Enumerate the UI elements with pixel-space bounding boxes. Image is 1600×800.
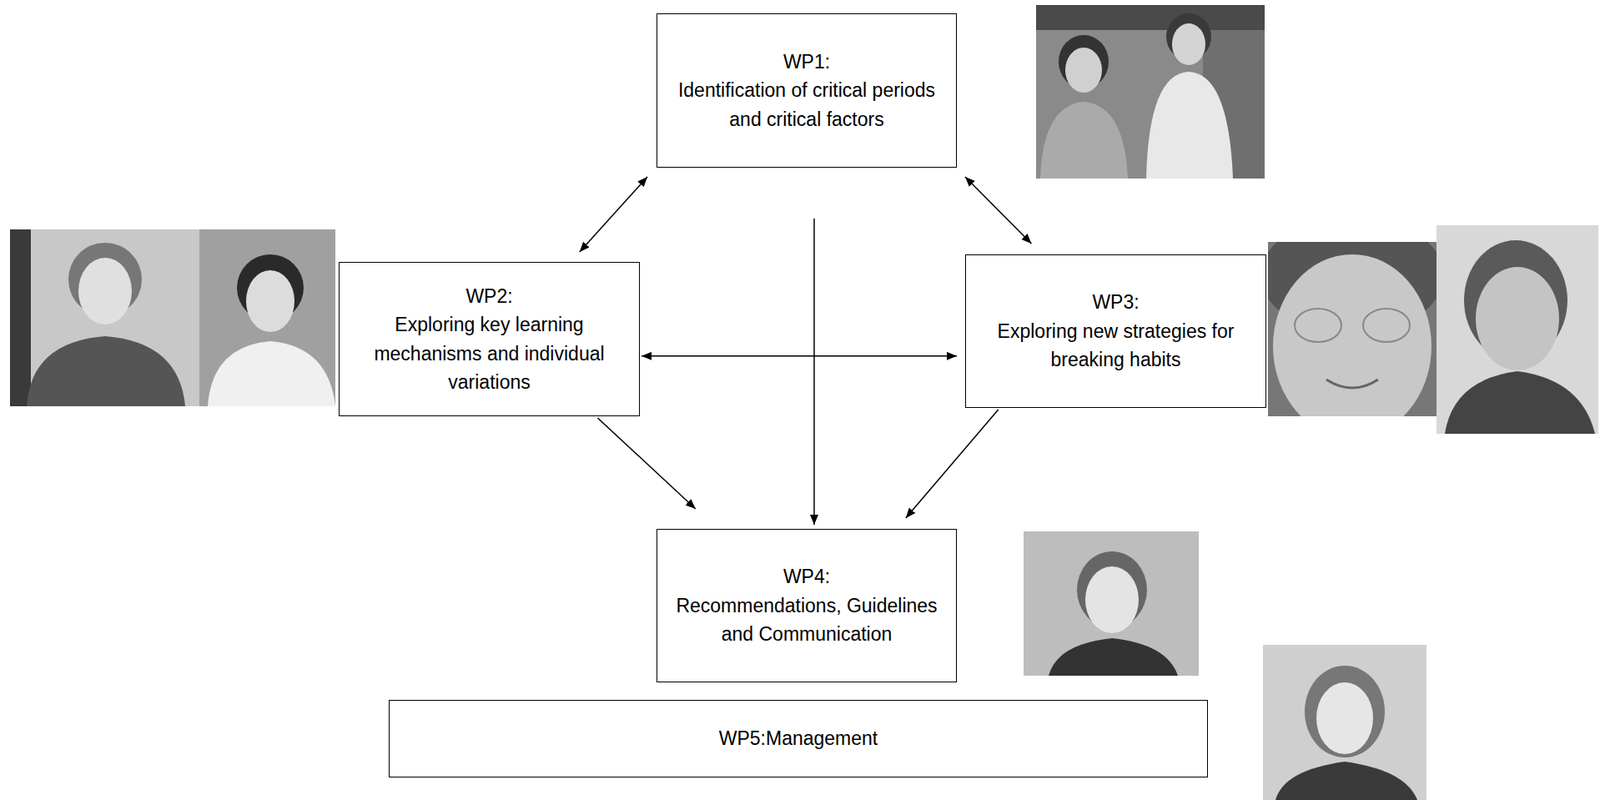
package-number: WP4: [783, 562, 831, 592]
team-photo [1262, 644, 1427, 800]
package-title: Exploring new strategies for breaking ha… [977, 316, 1254, 375]
person-face [78, 257, 132, 325]
person-hair [1304, 665, 1385, 758]
arrow-connector [641, 355, 957, 358]
person-face [1085, 566, 1139, 634]
package-title: WP5:Management [719, 724, 878, 754]
package-title: Recommendations, Guidelines and Communic… [669, 591, 945, 650]
bookshelf [1036, 5, 1265, 31]
arrow-connector [813, 218, 816, 525]
photo-ground [199, 229, 336, 407]
glasses [1363, 308, 1410, 343]
person-face [1065, 47, 1102, 93]
management-band: WP5:Management [388, 699, 1208, 778]
photo-ground [1262, 644, 1427, 800]
person-body [1048, 638, 1178, 676]
arrow-connector [597, 417, 695, 509]
arrow-connector [905, 409, 999, 519]
glasses [1294, 308, 1342, 343]
person-body [207, 341, 336, 407]
person-face [1272, 254, 1432, 438]
package-number: WP3: [1091, 287, 1139, 317]
photo-ground [10, 229, 200, 407]
photo-ground [1036, 5, 1265, 179]
work-package-box: WP2:Exploring key learning mechanisms an… [338, 261, 640, 417]
person-body [1444, 371, 1595, 434]
team-photo [199, 229, 336, 407]
person-body [1275, 761, 1418, 800]
package-number: WP2: [465, 281, 513, 312]
work-package-box: WP4:Recommendations, Guidelines and Comm… [656, 528, 957, 683]
work-package-box: WP1:Identification of critical periods a… [656, 13, 957, 168]
photo-background [10, 229, 31, 407]
person-face [1172, 23, 1206, 66]
team-photo [1036, 5, 1265, 179]
package-title: Identification of critical periods and c… [669, 75, 945, 134]
team-photo [1260, 216, 1445, 438]
team-photo [10, 229, 200, 407]
package-number: WP1: [783, 47, 831, 77]
person-face [246, 270, 295, 333]
person-mouth [1326, 379, 1379, 388]
person-body [1146, 71, 1233, 179]
team-photo [1436, 225, 1599, 434]
photo-ground [1436, 225, 1599, 434]
team-photo [1023, 531, 1199, 676]
photo-ground [1023, 531, 1199, 676]
work-package-box: WP3:Exploring new strategies for breakin… [965, 254, 1267, 408]
package-title: Exploring key learning mechanisms and in… [351, 310, 628, 398]
person-body [1040, 101, 1128, 179]
person-face [1316, 682, 1374, 755]
person-body [26, 336, 186, 407]
person-face [1475, 266, 1560, 371]
arrow-connector [965, 176, 1032, 244]
arrow-connector [579, 176, 648, 252]
